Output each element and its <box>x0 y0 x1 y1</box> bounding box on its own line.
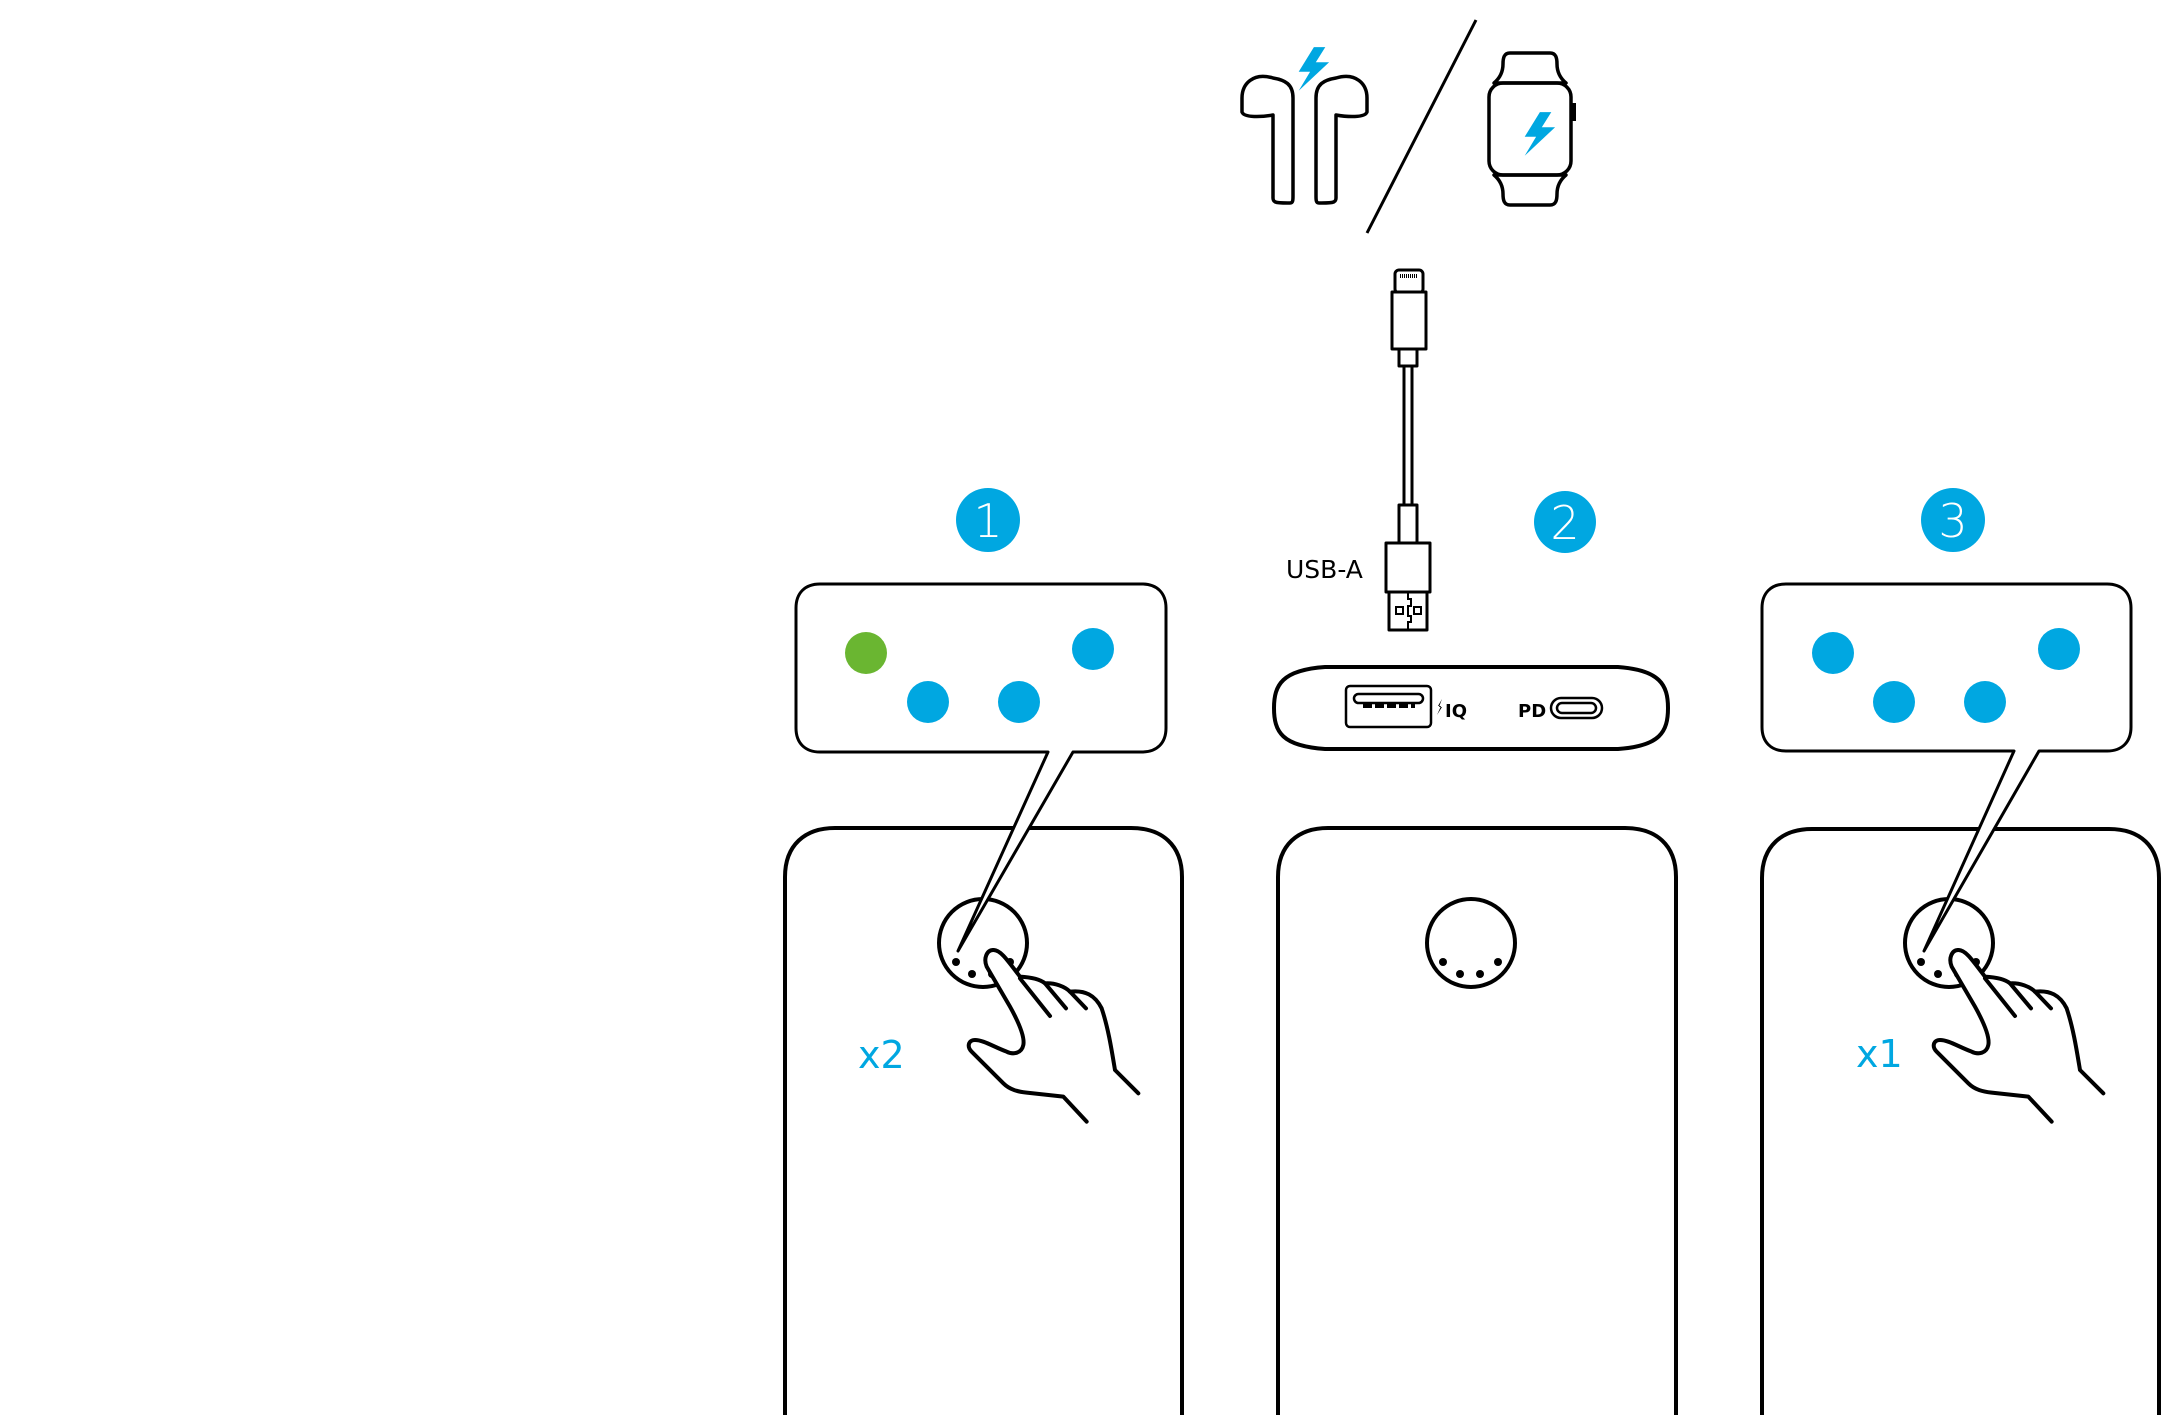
usb-a-port-label: IQ <box>1445 701 1467 722</box>
led-1 <box>845 632 887 674</box>
tap-count-label: x1 <box>1856 1032 1903 1076</box>
led-2 <box>907 681 949 723</box>
svg-text:1: 1 <box>973 494 1002 548</box>
power-bank-ports-view: IQ PD <box>1272 665 1670 751</box>
step-badge-1: 1 <box>956 488 1020 552</box>
lightning-to-usb-a-cable <box>1384 268 1432 632</box>
step-2-panel <box>1276 826 1678 1415</box>
device-separator <box>1365 19 1478 234</box>
hand-pressing-icon <box>966 947 1141 1124</box>
power-button[interactable] <box>1425 897 1517 989</box>
power-bank-body <box>1276 826 1678 1415</box>
led-2 <box>1873 681 1915 723</box>
usb-c-port <box>1549 696 1604 720</box>
hand-pressing-icon <box>1931 947 2106 1124</box>
step-badge-3: 3 <box>1921 488 1985 552</box>
earbuds-charging-icon <box>1240 47 1369 205</box>
lightning-connector <box>1393 268 1425 295</box>
led-1 <box>1812 632 1854 674</box>
led-callout <box>794 582 1168 953</box>
usb-a-label: USB-A <box>1286 555 1363 584</box>
power-bank-body <box>1760 827 2161 1415</box>
svg-text:3: 3 <box>1938 494 1967 548</box>
svg-text:2: 2 <box>1550 496 1579 550</box>
step-3-panel: x1 <box>1760 582 2161 1415</box>
smartwatch-charging-icon <box>1487 51 1576 207</box>
lightning-bolt-icon <box>1524 112 1556 156</box>
usb-a-port <box>1344 684 1433 729</box>
lightning-bolt-icon <box>1437 699 1442 715</box>
usb-c-port-label: PD <box>1518 701 1546 722</box>
led-callout <box>1760 582 2133 953</box>
step-badge-2: 2 <box>1534 491 1596 553</box>
led-3 <box>998 681 1040 723</box>
tap-count-label: x2 <box>858 1033 905 1077</box>
led-3 <box>1964 681 2006 723</box>
led-4 <box>1072 628 1114 670</box>
power-bank-body <box>783 826 1184 1415</box>
led-4 <box>2038 628 2080 670</box>
step-1-panel: x2 <box>783 582 1184 1415</box>
lightning-bolt-icon <box>1298 47 1330 91</box>
